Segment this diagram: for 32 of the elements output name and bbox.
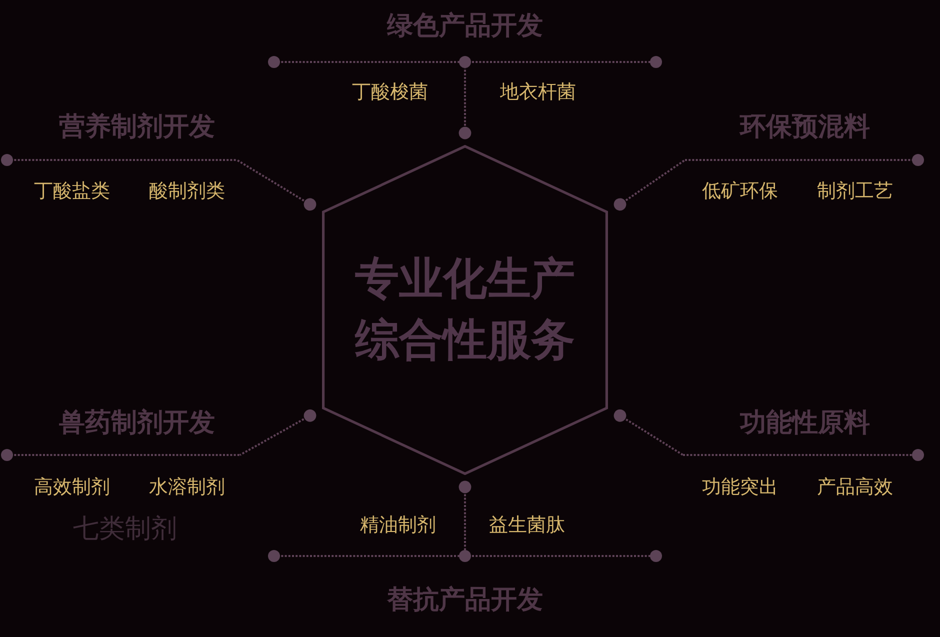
branch-heading: 绿色产品开发 [387, 12, 543, 42]
dotted-connector [614, 159, 686, 211]
dotted-line [268, 550, 662, 562]
item-label: 酸制剂类 [149, 181, 225, 203]
branch-heading: 功能性原料 [740, 409, 870, 439]
dotted-line [268, 56, 662, 68]
dotted-line [0, 154, 237, 166]
item-label: 丁酸梭菌 [352, 82, 428, 104]
dotted-connector [458, 480, 472, 550]
branch-heading: 环保预混料 [740, 113, 870, 143]
item-label: 地衣杆菌 [500, 82, 576, 104]
item-label: 益生菌肽 [489, 515, 565, 537]
branch-heading: 兽药制剂开发 [59, 409, 215, 439]
branch-heading: 营养制剂开发 [59, 113, 215, 143]
item-label: 制剂工艺 [817, 181, 893, 203]
item-label: 精油制剂 [360, 515, 436, 537]
item-label: 水溶制剂 [149, 477, 225, 499]
center-title: 专业化生产综合性服务 [354, 252, 576, 367]
dotted-connector [614, 409, 684, 456]
branch-heading: 替抗产品开发 [387, 586, 543, 616]
dotted-connector [236, 159, 316, 211]
hexagon [322, 145, 608, 475]
item-label: 丁酸盐类 [34, 181, 110, 203]
dotted-line [683, 449, 924, 461]
dotted-line [685, 154, 924, 166]
dotted-line [0, 449, 240, 461]
item-label: 低矿环保 [702, 181, 778, 203]
item-label: 功能突出 [702, 477, 778, 499]
dotted-connector [458, 68, 472, 140]
item-label: 产品高效 [817, 477, 893, 499]
item-label: 高效制剂 [34, 477, 110, 499]
dotted-connector [240, 409, 316, 456]
